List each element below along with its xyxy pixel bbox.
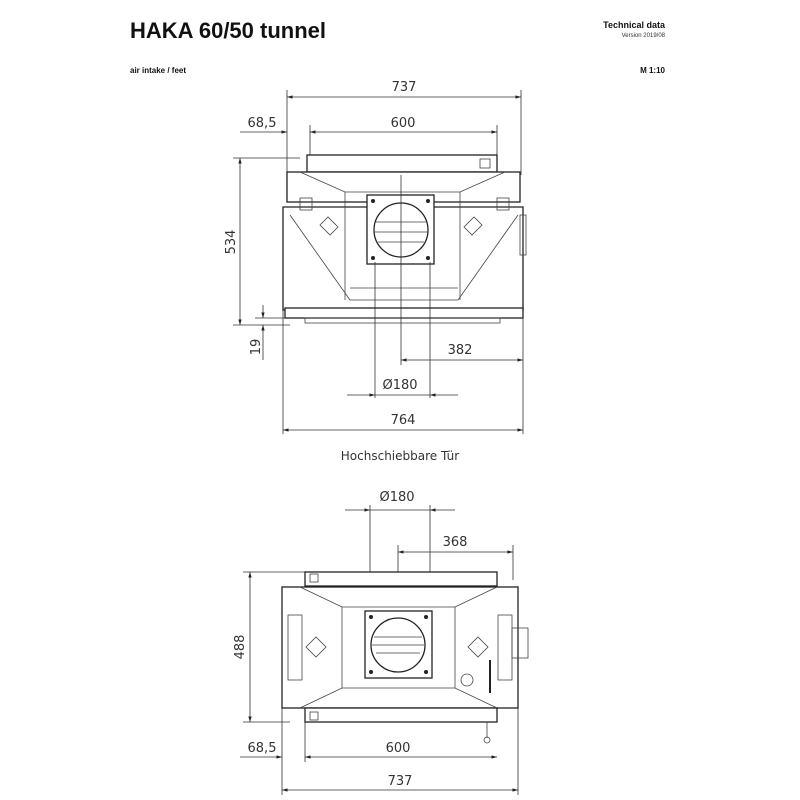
dim-base-width: 764 (391, 413, 416, 428)
dim-flue-diameter-bottom: Ø180 (379, 490, 414, 505)
dim-inner-width: 600 (391, 116, 416, 131)
top-view-dimensions: 737 68,5 600 534 19 382 Ø180 764 Hochsch… (224, 80, 523, 463)
page-title: HAKA 60/50 tunnel (130, 18, 327, 43)
dim-inner-width-bottom: 600 (386, 741, 411, 756)
dim-overall-width: 737 (392, 80, 417, 95)
page-subtitle: air intake / feet (130, 66, 187, 75)
bottom-view-dimensions: Ø180 368 488 68,5 600 737 (233, 490, 518, 792)
dim-overall-width-bottom: 737 (388, 774, 413, 789)
bottom-view-drawing (243, 505, 529, 795)
dim-offset: 68,5 (248, 116, 277, 131)
top-view-drawing (233, 90, 527, 434)
dim-height: 534 (224, 230, 239, 255)
caption-sliding-door: Hochschiebbare Tür (341, 449, 459, 463)
scale-label: M 1:10 (640, 66, 665, 75)
dim-flue-offset: 382 (448, 343, 473, 358)
dim-foot: 19 (249, 339, 264, 356)
dim-flue-diameter: Ø180 (382, 378, 417, 393)
dim-height-bottom: 488 (233, 635, 248, 660)
dim-flue-offset-bottom: 368 (443, 535, 468, 550)
doc-type: Technical data (603, 20, 665, 30)
version-label: Version 2019/08 (621, 33, 665, 39)
dim-offset-bottom: 68,5 (248, 741, 277, 756)
